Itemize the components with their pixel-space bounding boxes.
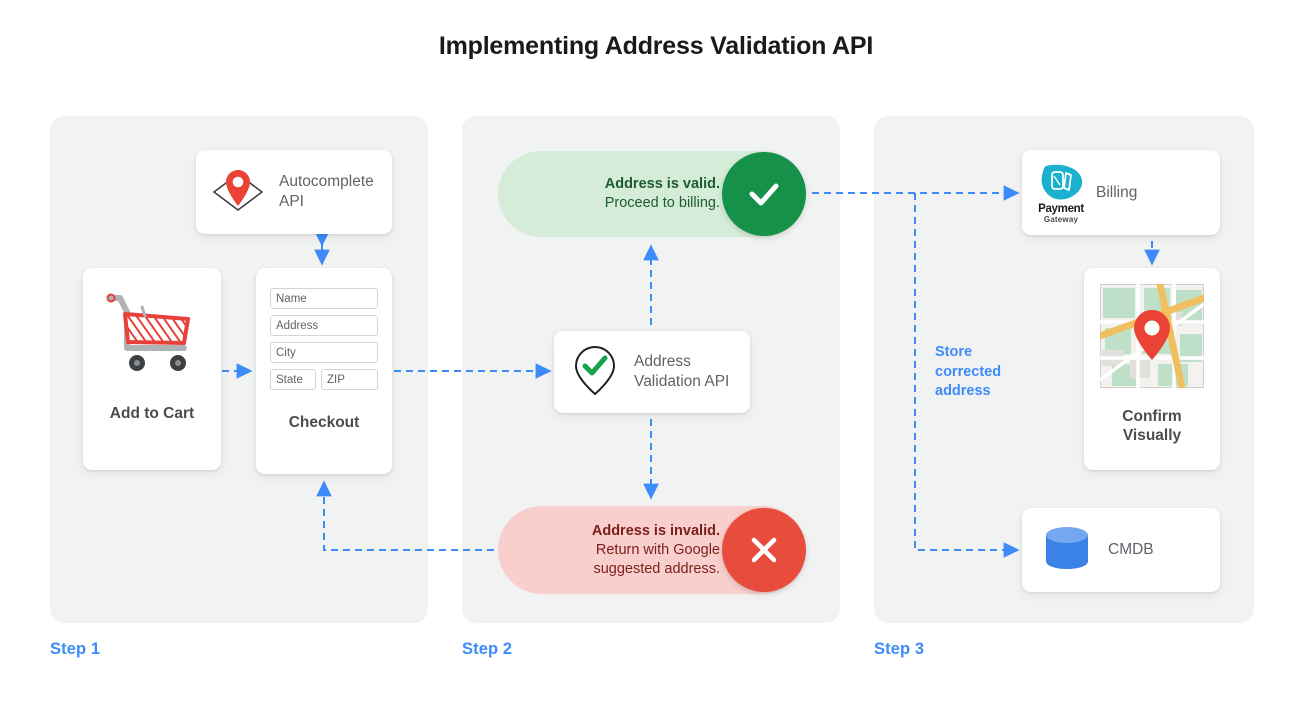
checkout-card[interactable]: Name Address City State ZIP Checkout [256,268,392,474]
step-2-label: Step 2 [462,640,513,658]
store-corrected-address-note: Store corrected address [935,344,1002,399]
map-thumbnail-icon [1096,280,1208,393]
billing-label: Billing [1096,183,1138,201]
confirm-visually-title: Confirm Visually [1122,408,1182,444]
confirm-visually-card[interactable]: Confirm Visually [1084,268,1220,470]
shopping-cart-icon [100,290,204,385]
state-zip-row: State ZIP [270,369,378,396]
address-invalid-banner: Address is invalid. Return with Google s… [498,506,806,594]
add-to-cart-title: Add to Cart [109,405,195,422]
cmdb-label: CMDB [1108,541,1154,558]
city-field[interactable]: City [270,342,378,363]
add-to-cart-card[interactable]: Add to Cart [83,268,221,470]
address-invalid-text: Address is invalid. Return with Google s… [591,522,720,577]
billing-card[interactable]: Payment Gateway Billing [1022,150,1220,235]
check-icon [722,152,806,236]
checkout-title: Checkout [288,414,360,431]
payment-logo-secondary: Gateway [1043,214,1079,224]
page-title: Implementing Address Validation API [438,32,874,60]
step-3-label: Step 3 [874,640,925,658]
payment-gateway-logo: Payment Gateway [1038,162,1084,224]
address-field[interactable]: Address [270,315,378,336]
autocomplete-api-label: Autocomplete API [279,173,374,210]
autocomplete-api-card[interactable]: Autocomplete API [196,150,392,234]
state-field[interactable]: State [270,369,316,390]
map-pin-diamond-icon [210,162,266,223]
address-valid-banner: Address is valid. Proceed to billing. [498,151,806,237]
payment-logo-primary: Payment [1038,202,1084,215]
close-icon [722,508,806,592]
address-validation-api-card[interactable]: Address Validation API [554,331,750,413]
cmdb-card[interactable]: CMDB [1022,508,1220,592]
step-1-label: Step 1 [50,640,101,658]
pin-check-icon [570,342,620,403]
address-valid-text: Address is valid. Proceed to billing. [604,176,720,211]
database-icon [1042,523,1092,578]
address-validation-api-label: Address Validation API [634,353,730,390]
zip-field[interactable]: ZIP [321,369,378,390]
name-field[interactable]: Name [270,288,378,309]
